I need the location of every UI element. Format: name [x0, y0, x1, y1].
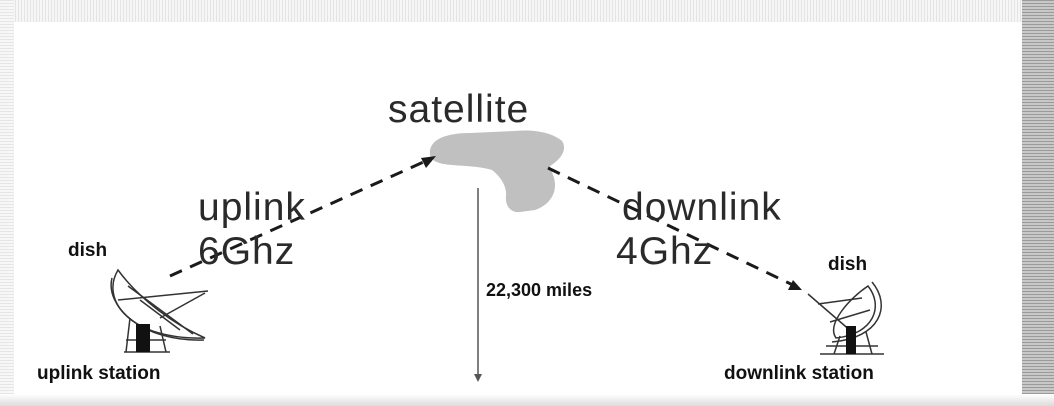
frame-bottom-border	[0, 394, 1054, 406]
downlink-frequency: 4Ghz	[616, 230, 714, 273]
frame-right-border	[1022, 0, 1054, 406]
uplink-path-line	[169, 158, 429, 278]
downlink-arrowhead	[788, 280, 802, 290]
satellite-icon	[429, 130, 565, 213]
frame-top-border	[0, 0, 1054, 22]
downlink-station-label: downlink station	[724, 363, 874, 384]
satellite-label: satellite	[388, 88, 530, 131]
uplink-dish-label: dish	[68, 240, 108, 261]
downlink-dish-icon	[807, 281, 884, 355]
distance-arrowhead	[474, 374, 482, 382]
distance-label: 22,300 miles	[486, 280, 593, 300]
uplink-arrowhead	[421, 156, 436, 168]
frame-left-border	[0, 0, 14, 406]
uplink-station-label: uplink station	[37, 363, 161, 384]
downlink-label: downlink	[622, 186, 782, 229]
downlink-dish-label: dish	[828, 254, 868, 275]
downlink-path-line	[547, 166, 796, 288]
uplink-frequency: 6Ghz	[198, 230, 296, 273]
uplink-label: uplink	[198, 186, 306, 229]
uplink-dish-icon	[110, 268, 209, 353]
